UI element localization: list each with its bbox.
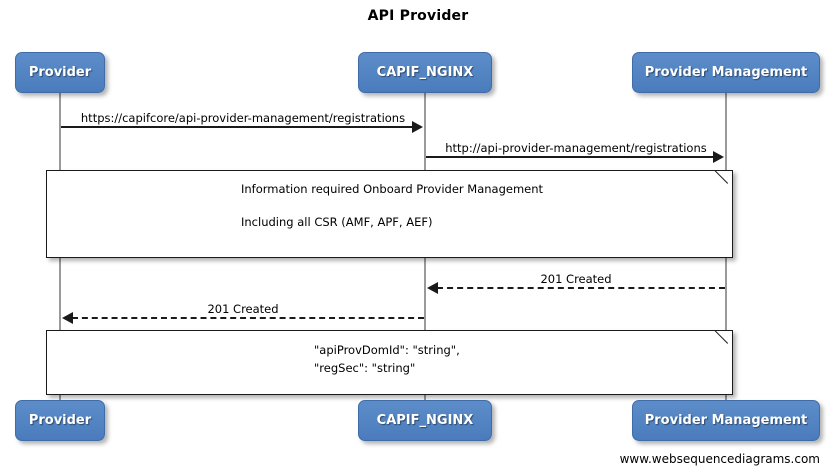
participant-provider-management-bottom[interactable]: Provider Management (632, 400, 820, 441)
note-line-1: Information required Onboard Provider Ma… (241, 182, 544, 196)
footer-watermark: www.websequencediagrams.com (619, 452, 820, 466)
message-line-4 (72, 317, 424, 319)
message-line-3 (437, 287, 725, 289)
message-arrowhead-2 (713, 151, 724, 163)
note-line-1: "apiProvDomId": "string", (314, 343, 460, 357)
message-arrowhead-3 (427, 282, 438, 294)
participant-label: Provider (28, 413, 92, 428)
participant-provider-top[interactable]: Provider (15, 52, 105, 93)
participant-label: CAPIF_NGINX (376, 65, 474, 80)
page-title: API Provider (367, 8, 469, 24)
note-fold-edge-icon (714, 330, 733, 349)
message-label-4: 201 Created (207, 302, 279, 316)
note-line-2: Including all CSR (AMF, APF, AEF) (241, 215, 433, 229)
message-line-2 (426, 156, 714, 158)
participant-label: CAPIF_NGINX (376, 413, 474, 428)
message-label-1: https://capifcore/api-provider-managemen… (80, 111, 406, 125)
message-line-1 (61, 126, 413, 128)
message-arrowhead-1 (412, 121, 423, 133)
message-label-3: 201 Created (540, 272, 612, 286)
note-response-body: "apiProvDomId": "string", "regSec": "str… (46, 330, 733, 395)
note-line-2: "regSec": "string" (314, 361, 416, 375)
participant-provider-management-top[interactable]: Provider Management (632, 52, 820, 93)
participant-label: Provider Management (644, 413, 808, 428)
message-arrowhead-4 (62, 312, 73, 324)
participant-capif-nginx-top[interactable]: CAPIF_NGINX (358, 52, 492, 93)
participant-label: Provider (28, 65, 92, 80)
participant-label: Provider Management (644, 65, 808, 80)
note-onboard-info: Information required Onboard Provider Ma… (46, 170, 733, 258)
message-label-2: http://api-provider-management/registrat… (445, 141, 707, 155)
note-fold-edge-icon (714, 170, 733, 189)
participant-capif-nginx-bottom[interactable]: CAPIF_NGINX (358, 400, 492, 441)
participant-provider-bottom[interactable]: Provider (15, 400, 105, 441)
